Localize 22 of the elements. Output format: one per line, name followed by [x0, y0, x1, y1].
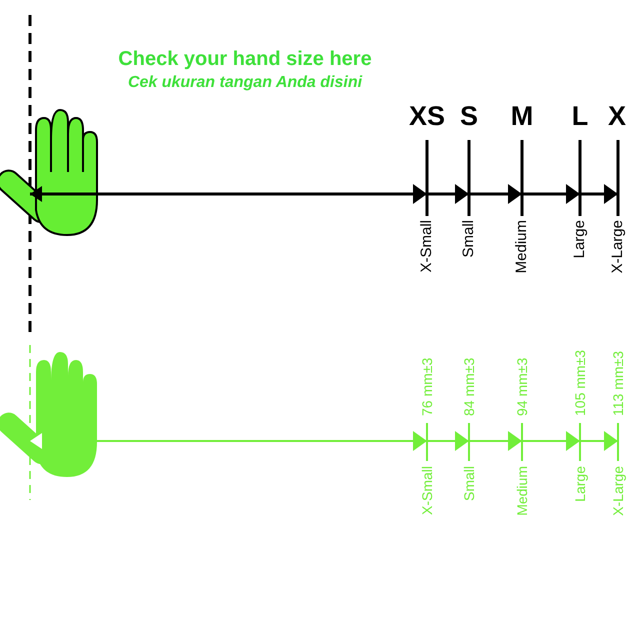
subheading: Cek ukuran tangan Anda disini	[126, 74, 364, 92]
size-name: Large	[573, 466, 587, 502]
heading: Check your hand size here	[117, 48, 373, 70]
size-name: Small	[461, 220, 476, 258]
size-letter: L	[572, 103, 588, 130]
size-letter: S	[460, 103, 478, 130]
size-name: X-Large	[611, 466, 625, 516]
size-letter: X	[608, 103, 626, 130]
size-letter: XS	[408, 103, 446, 130]
size-name: X-Large	[610, 220, 625, 274]
size-name: Small	[462, 466, 476, 502]
size-name: Medium	[515, 466, 529, 516]
measurement-value: 76 mm±3	[420, 358, 434, 416]
size-name: X-Small	[419, 220, 434, 273]
measurement-value: 105 mm±3	[573, 350, 587, 416]
size-letter: M	[510, 103, 534, 130]
size-name: Medium	[514, 220, 529, 274]
measurement-value: 94 mm±3	[515, 358, 529, 416]
size-name: Large	[572, 220, 587, 258]
measurement-value: 113 mm±3	[611, 350, 625, 416]
measurement-value: 84 mm±3	[462, 358, 476, 416]
size-name: X-Small	[420, 466, 434, 516]
